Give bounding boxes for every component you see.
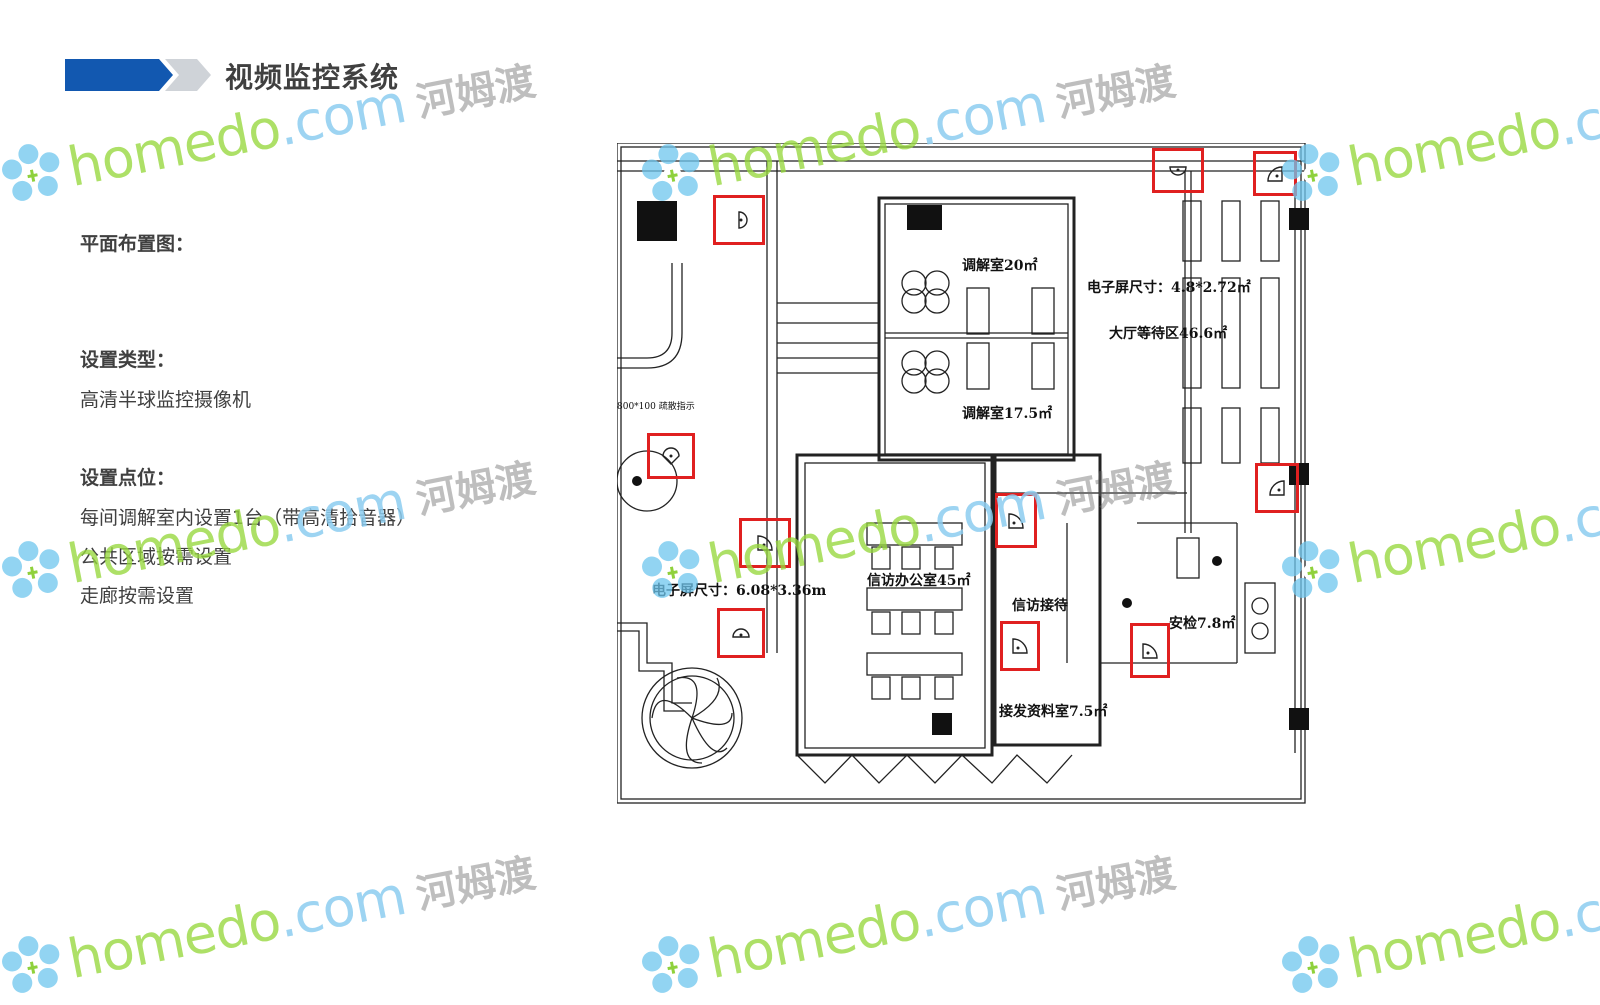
room-label-security: 安检7.8㎡ <box>1169 616 1236 632</box>
camera-marker-3 <box>739 518 791 568</box>
dome-camera-icon <box>738 211 748 229</box>
camera-marker-5 <box>1152 148 1204 193</box>
plan-small-note: 800*100 疏散指示 <box>617 402 695 412</box>
page-title: 视频监控系统 <box>225 61 400 94</box>
dome-camera-icon <box>1012 638 1028 654</box>
camera-marker-7 <box>1255 463 1299 513</box>
watermark-cn: 河姆渡 <box>1052 850 1180 919</box>
watermark: homedo.com 河姆渡 <box>1274 837 1600 1005</box>
flower-logo-icon <box>2 541 60 598</box>
dome-camera-icon <box>1169 165 1187 176</box>
camera-marker-6 <box>1253 151 1297 196</box>
watermark-brand: homedo.com <box>1342 863 1600 991</box>
points-line-2: 公共区域按需设置 <box>80 546 233 568</box>
dome-camera-icon <box>662 447 680 465</box>
points-line-3: 走廊按需设置 <box>80 585 195 607</box>
dome-camera-icon <box>1008 512 1024 529</box>
camera-marker-10 <box>1130 623 1170 678</box>
flower-logo-icon <box>1282 936 1340 993</box>
room-label-petition-room: 信访接待 <box>1012 598 1068 614</box>
points-heading: 设置点位： <box>80 467 176 489</box>
description-panel: 平面布置图： 设置类型： 高清半球监控摄像机 设置点位： 每间调解室内设置1台（… <box>80 0 560 900</box>
room-label-mediation-1: 调解室20㎡ <box>962 258 1038 274</box>
watermark: homedo.com 河姆渡 <box>634 837 1181 1005</box>
flower-logo-icon <box>642 936 700 993</box>
room-label-hall-waiting: 大厅等待区46.6㎡ <box>1109 326 1228 342</box>
camera-marker-4 <box>717 608 765 658</box>
watermark-brand: homedo.com <box>702 863 1051 991</box>
dome-camera-icon <box>757 535 773 551</box>
dome-camera-icon <box>1269 480 1285 496</box>
dome-camera-icon <box>1142 642 1158 659</box>
watermark-brand: homedo.com <box>1342 468 1600 596</box>
room-label-petition-office: 信访办公室45㎡ <box>867 573 971 589</box>
room-label-archive: 接发资料室7.5㎡ <box>999 704 1108 720</box>
watermark-brand: homedo.com <box>1342 71 1600 199</box>
flower-logo-icon <box>2 936 60 993</box>
points-line-1: 每间调解室内设置1台（带高清拾音器） <box>80 507 416 529</box>
type-heading: 设置类型： <box>80 349 176 371</box>
camera-marker-8 <box>995 493 1037 548</box>
dome-camera-icon <box>732 628 750 638</box>
watermark-cn: 河姆渡 <box>1052 58 1180 127</box>
camera-marker-1 <box>713 195 765 245</box>
dome-camera-icon <box>1267 165 1283 182</box>
camera-marker-2 <box>647 433 695 479</box>
floor-plan-drawing <box>617 143 1309 804</box>
layout-heading: 平面布置图： <box>80 233 195 255</box>
camera-marker-9 <box>1000 621 1040 671</box>
room-label-left-screen: 电子屏尺寸：6.08*3.36m <box>652 583 827 599</box>
room-label-hall-screen: 电子屏尺寸：4.8*2.72㎡ <box>1087 280 1251 296</box>
room-label-mediation-2: 调解室17.5㎡ <box>962 406 1053 422</box>
type-value: 高清半球监控摄像机 <box>80 389 252 411</box>
floor-plan: 调解室20㎡ 调解室17.5㎡ 电子屏尺寸：4.8*2.72㎡ 大厅等待区46.… <box>617 143 1332 815</box>
header-accent-bar <box>65 59 211 91</box>
flower-logo-icon <box>2 144 60 201</box>
